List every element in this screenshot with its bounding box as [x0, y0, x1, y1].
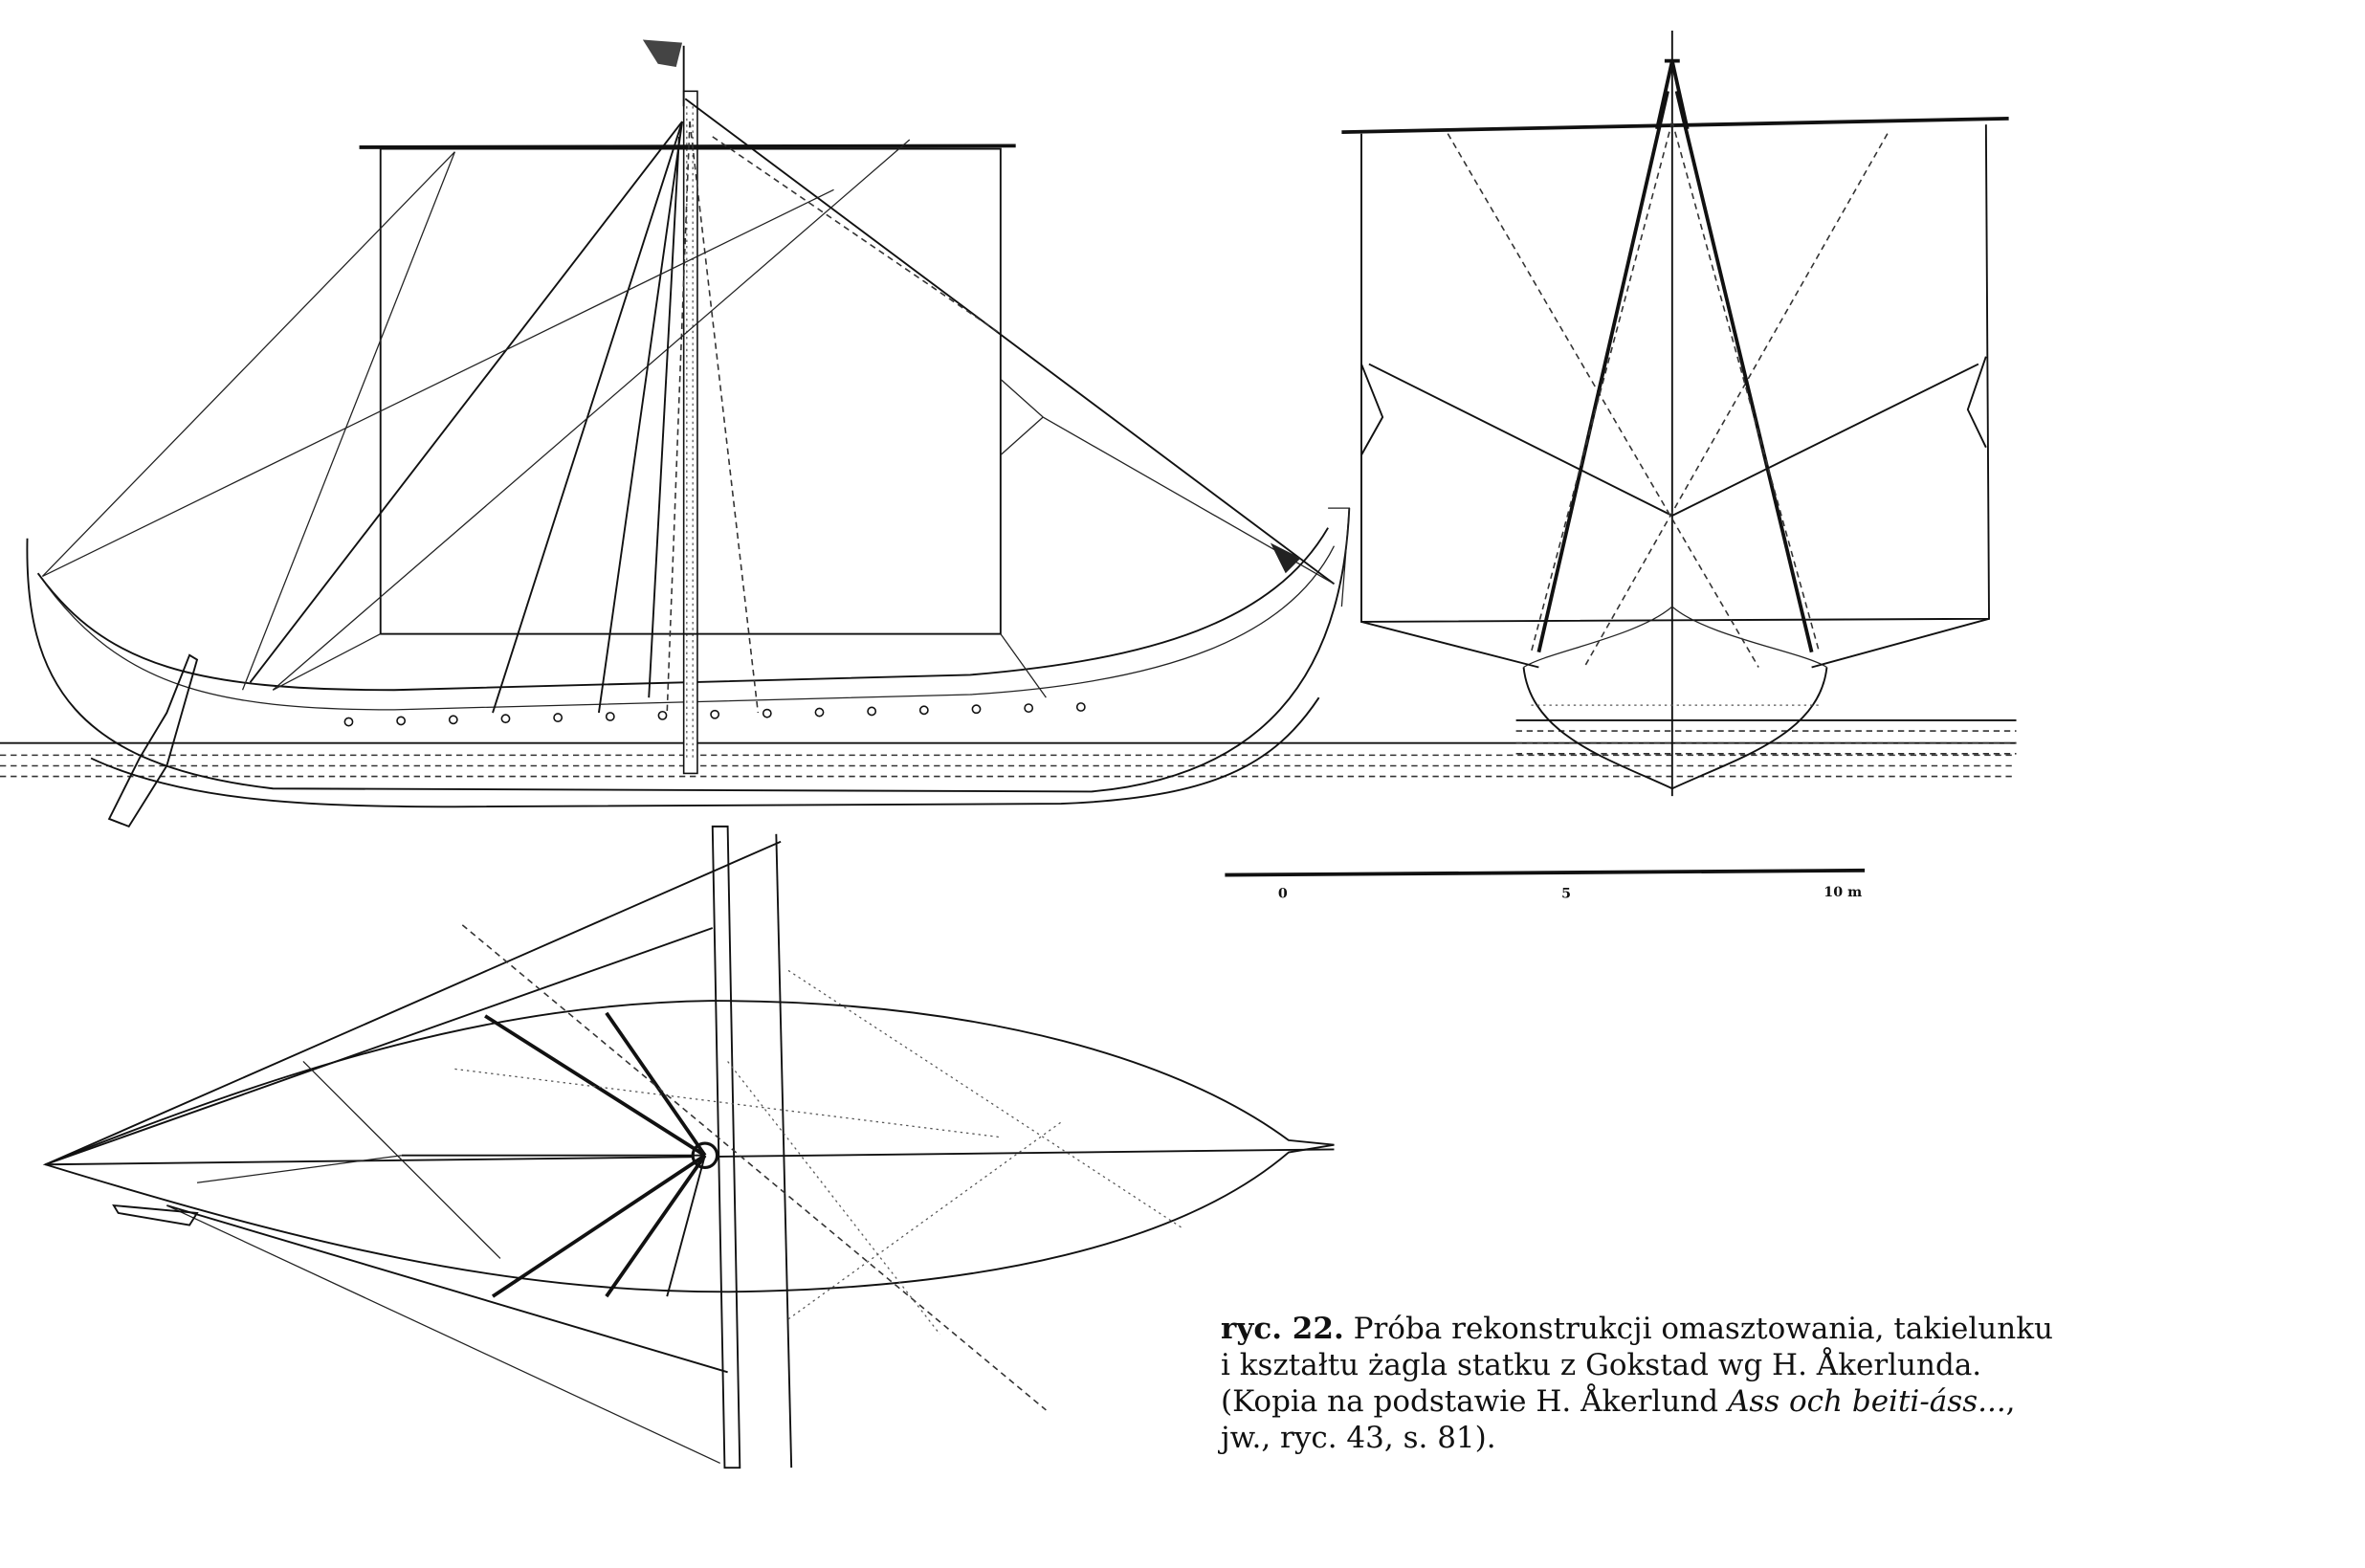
side-wind-vane — [642, 39, 683, 67]
side-elevation-view — [0, 39, 2017, 828]
oar-port — [396, 716, 407, 726]
caption-figure-number: ryc. 22. — [1221, 1312, 1344, 1346]
plan-yard — [711, 825, 741, 1469]
oar-port — [500, 714, 511, 724]
scale-label-5: 5 — [1561, 886, 1571, 901]
side-rudder — [107, 653, 199, 828]
figure-caption: ryc. 22. Próba rekonstrukcji omasztowani… — [1221, 1311, 2177, 1456]
caption-line-4: jw., ryc. 43, s. 81). — [1221, 1421, 1496, 1455]
front-sail — [1360, 124, 1990, 623]
oar-port — [814, 707, 825, 718]
oar-port — [553, 713, 564, 723]
plan-hull — [42, 1000, 1335, 1293]
side-hull-keel — [90, 696, 1320, 808]
caption-line-2: i kształtu żagla statku z Gokstad wg H. … — [1221, 1348, 1982, 1382]
caption-line-3-end: , — [2005, 1384, 2016, 1419]
front-rigging — [1360, 90, 1990, 706]
oar-port — [710, 709, 720, 719]
scale-bar: 0 5 10 m — [1225, 868, 1866, 901]
scale-label-0: 0 — [1278, 886, 1288, 901]
side-rigging — [41, 98, 1336, 714]
side-hull-gunwale — [36, 527, 1329, 692]
oar-port — [918, 705, 929, 716]
oar-port — [657, 710, 668, 720]
caption-line-1: ryc. 22. Próba rekonstrukcji omasztowani… — [1221, 1311, 2177, 1347]
oar-port — [448, 715, 458, 725]
caption-title-italic: Ass och beiti-áss... — [1727, 1384, 2006, 1419]
oar-ports — [343, 702, 1086, 727]
side-yard — [359, 144, 1016, 149]
oar-port — [867, 706, 877, 717]
oar-port — [762, 708, 772, 718]
front-hull — [1522, 667, 1828, 790]
oar-port — [1024, 703, 1034, 714]
plan-rigging — [45, 840, 1183, 1464]
waterlines — [0, 741, 2017, 778]
caption-line-1-text: Próba rekonstrukcji omasztowania, takiel… — [1353, 1312, 2053, 1346]
front-yard — [1341, 116, 2009, 135]
oar-port — [971, 704, 982, 715]
caption-line-3: (Kopia na podstawie H. Åkerlund Ass och … — [1221, 1383, 2177, 1420]
scale-label-10m: 10 m — [1823, 885, 1862, 900]
plan-view — [42, 825, 1335, 1469]
oar-port — [605, 712, 615, 721]
oar-port — [343, 717, 354, 727]
side-hull-outer — [26, 508, 1351, 793]
side-sail — [379, 147, 1002, 635]
side-mast — [682, 90, 698, 775]
oar-port — [1075, 702, 1086, 712]
front-elevation-view — [1341, 30, 2017, 797]
caption-line-3-text: (Kopia na podstawie H. Åkerlund — [1221, 1384, 1728, 1419]
